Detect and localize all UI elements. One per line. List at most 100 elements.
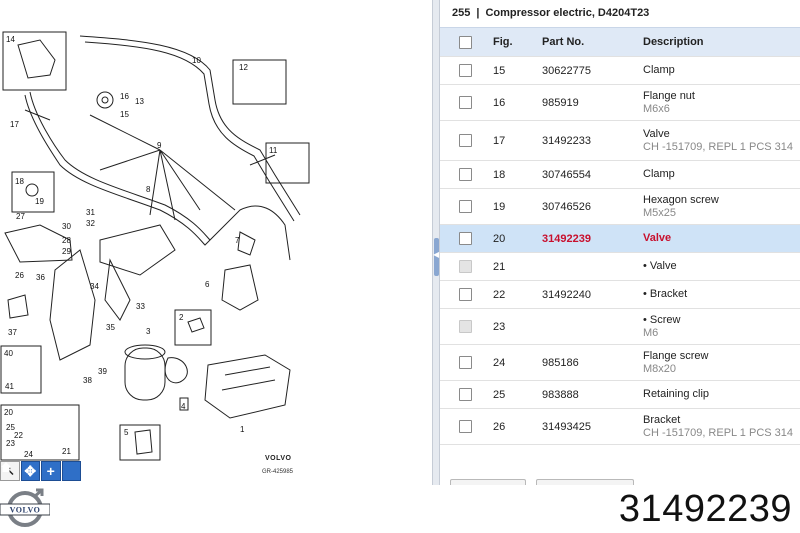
row-description-detail: M5x25: [643, 206, 677, 219]
callout-11[interactable]: 11: [269, 146, 278, 155]
table-row[interactable]: 21• Valve: [440, 253, 800, 281]
callout-40[interactable]: 40: [4, 349, 13, 358]
callout-5[interactable]: 5: [124, 428, 129, 437]
callout-3[interactable]: 3: [146, 327, 151, 336]
row-description-main: Hexagon screw: [643, 193, 719, 206]
move-icon[interactable]: ✥: [20, 461, 40, 481]
section-title: Compressor electric, D4204T23: [485, 7, 650, 19]
callout-27[interactable]: 27: [16, 212, 25, 221]
callout-1[interactable]: 1: [240, 425, 245, 434]
row-checkbox[interactable]: [458, 96, 472, 109]
zoom-in-icon[interactable]: +: [41, 461, 61, 481]
callout-35[interactable]: 35: [106, 323, 115, 332]
row-checkbox[interactable]: [458, 288, 472, 301]
bottom-button-right[interactable]: [536, 479, 634, 485]
row-part-no[interactable]: 30622775: [542, 64, 591, 77]
callout-34-a[interactable]: 34: [90, 282, 99, 291]
callout-36-a[interactable]: 36: [36, 273, 45, 282]
row-checkbox[interactable]: [458, 232, 472, 245]
callout-17[interactable]: 17: [10, 120, 19, 129]
row-checkbox[interactable]: [458, 200, 472, 213]
callout-16[interactable]: 16: [120, 92, 129, 101]
callout-33[interactable]: 33: [136, 302, 145, 311]
row-part-no[interactable]: 983888: [542, 388, 579, 401]
callout-30[interactable]: 30: [62, 222, 71, 231]
row-fig: 17: [493, 134, 506, 147]
callout-14[interactable]: 14: [6, 35, 15, 44]
row-checkbox[interactable]: [458, 64, 472, 77]
callout-29[interactable]: 29: [62, 247, 71, 256]
row-description-main: • Valve: [643, 260, 677, 272]
panel-splitter[interactable]: ◀: [432, 0, 440, 485]
column-header-description[interactable]: Description: [643, 35, 704, 48]
callout-19[interactable]: 19: [35, 197, 44, 206]
callout-4[interactable]: 4: [181, 402, 186, 411]
home-icon[interactable]: [1, 461, 81, 481]
callout-2[interactable]: 2: [179, 313, 184, 322]
row-checkbox[interactable]: [458, 168, 472, 181]
callout-26[interactable]: 26: [15, 271, 24, 280]
collapse-arrow-icon[interactable]: ◀: [433, 250, 440, 259]
callout-20[interactable]: 20: [4, 408, 13, 417]
callout-28[interactable]: 28: [62, 236, 71, 245]
row-checkbox[interactable]: [458, 356, 472, 369]
row-checkbox[interactable]: [458, 388, 472, 401]
select-all-checkbox[interactable]: [458, 35, 472, 49]
callout-32[interactable]: 32: [86, 219, 95, 228]
row-part-no[interactable]: 985186: [542, 356, 579, 369]
diagram-brand-text: VOLVO: [265, 455, 292, 462]
callout-10[interactable]: 10: [192, 56, 201, 65]
callout-15[interactable]: 15: [120, 110, 129, 119]
callout-25[interactable]: 25: [6, 423, 15, 432]
row-description-main: Valve: [643, 232, 672, 244]
row-part-no[interactable]: 31492240: [542, 288, 591, 301]
callout-22[interactable]: 22: [14, 431, 23, 440]
row-part-no[interactable]: 30746554: [542, 168, 591, 181]
row-part-no[interactable]: 30746526: [542, 200, 591, 213]
callout-23[interactable]: 23: [6, 439, 15, 448]
row-checkbox[interactable]: [458, 134, 472, 147]
callout-31[interactable]: 31: [86, 208, 95, 217]
callout-6[interactable]: 6: [205, 280, 210, 289]
callout-24[interactable]: 24: [24, 450, 33, 459]
exploded-parts-diagram[interactable]: 14 10 12 13 16 15 17 9 11 18 19 8 27 31 …: [0, 0, 430, 485]
row-part-no[interactable]: 31493425: [542, 420, 591, 433]
row-part-no[interactable]: 985919: [542, 96, 579, 109]
row-fig: 22: [493, 288, 506, 301]
callout-41[interactable]: 41: [5, 382, 14, 391]
row-description: Clamp: [643, 64, 800, 77]
table-row[interactable]: 20 31492239 Valve: [440, 225, 800, 253]
callout-8[interactable]: 8: [146, 185, 151, 194]
callout-21[interactable]: 21: [62, 447, 71, 456]
column-header-part-no[interactable]: Part No.: [542, 36, 585, 48]
callout-39[interactable]: 39: [98, 367, 107, 376]
column-header-fig[interactable]: Fig.: [493, 36, 513, 48]
splitter-grip[interactable]: [434, 238, 439, 276]
row-checkbox[interactable]: [458, 420, 472, 433]
row-description-main: Retaining clip: [643, 388, 710, 400]
bottom-button-left[interactable]: [450, 479, 526, 485]
row-fig: 20: [493, 232, 506, 245]
callout-38[interactable]: 38: [83, 376, 92, 385]
row-part-no[interactable]: 31492233: [542, 134, 591, 147]
callout-12[interactable]: 12: [239, 63, 248, 72]
callout-37[interactable]: 37: [8, 328, 17, 337]
row-description: Clamp: [643, 168, 800, 181]
callout-13[interactable]: 13: [135, 97, 144, 106]
callout-18[interactable]: 18: [15, 177, 24, 186]
row-part-no[interactable]: 31492239: [542, 232, 591, 245]
callout-7[interactable]: 7: [235, 236, 240, 245]
callout-9[interactable]: 9: [157, 141, 162, 150]
